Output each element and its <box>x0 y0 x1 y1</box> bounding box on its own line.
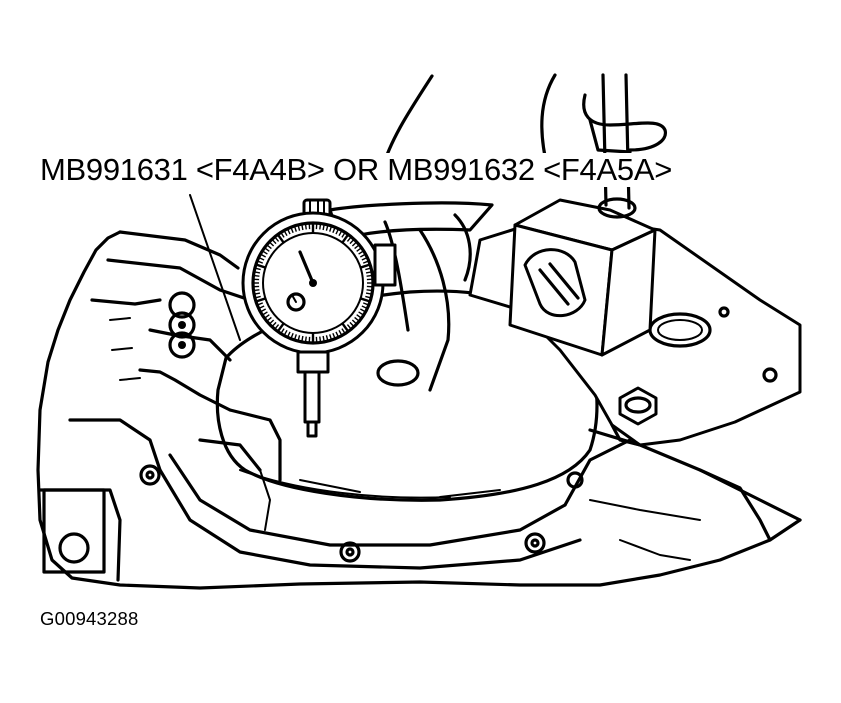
dial-tick <box>255 263 266 269</box>
dial-tick <box>329 225 333 232</box>
dial-tick <box>261 250 268 255</box>
dial-tick <box>297 224 301 231</box>
case-bore <box>215 289 599 502</box>
dial-tick <box>283 329 288 336</box>
dial-tick <box>365 292 373 295</box>
dial-tick <box>274 236 280 242</box>
dial-tick <box>351 319 358 325</box>
dial-tick <box>271 321 277 328</box>
dial-tick <box>290 226 294 234</box>
dial-tick <box>359 308 366 313</box>
figure-code: G00943288 <box>40 608 139 629</box>
dial-tick <box>335 331 340 338</box>
dial-tick <box>271 238 277 245</box>
dial-tick <box>268 319 275 325</box>
dial-tick <box>256 302 264 306</box>
dial-tick <box>276 233 285 244</box>
dial-tick <box>283 230 288 237</box>
dial-tick <box>253 274 260 277</box>
dial-tick <box>366 274 373 277</box>
dial-tick <box>359 253 366 258</box>
dial-tick <box>354 316 360 322</box>
dial-tick <box>341 322 350 333</box>
dial-tick <box>361 256 368 261</box>
dial-tick <box>325 224 329 231</box>
dial-tick <box>254 267 261 271</box>
dial-tick <box>366 289 373 292</box>
dial-tick <box>258 305 265 310</box>
dial-tick <box>280 328 285 335</box>
magnetic-base <box>508 198 657 357</box>
dial-tick <box>354 244 360 250</box>
dial-tick <box>358 311 365 316</box>
dial-tick <box>304 223 307 230</box>
dial-tick <box>304 336 307 343</box>
dial-tick <box>346 236 352 242</box>
dial-tick <box>301 223 304 231</box>
dial-tick <box>266 244 272 250</box>
dial-tick <box>349 238 355 245</box>
dial-tick <box>254 295 261 299</box>
dial-tick <box>280 231 285 238</box>
dial-tick <box>365 295 372 299</box>
dial-tick <box>258 256 265 261</box>
dial-tick <box>338 329 343 336</box>
dial-tick <box>286 331 291 338</box>
stand-rod <box>582 73 667 219</box>
dial-tick <box>286 228 291 235</box>
dial-tick <box>264 247 270 252</box>
dial-tick <box>341 233 350 244</box>
dial-indicator <box>241 198 397 438</box>
dial-tick <box>360 263 371 269</box>
dial-tick <box>322 335 325 343</box>
dial-tick <box>329 334 333 341</box>
dial-tick <box>349 321 355 328</box>
dial-tick <box>260 308 267 313</box>
dial-tick <box>362 302 370 306</box>
dial-tick <box>264 314 270 319</box>
dial-tick <box>297 335 301 342</box>
dial-tick <box>346 324 352 330</box>
dial-tick <box>268 241 275 247</box>
tool-callout-label: MB991631 <F4A4B> OR MB991632 <F4A5A> <box>38 152 674 188</box>
dial-tick <box>332 226 336 234</box>
callout-leader-line <box>189 194 241 341</box>
dial-tick <box>365 267 372 271</box>
dial-tick <box>351 241 358 247</box>
dial-tick <box>260 253 267 258</box>
dial-tick <box>332 332 336 340</box>
dial-tick <box>256 260 264 264</box>
dial-tick <box>293 225 297 232</box>
dial-tick <box>322 223 325 231</box>
dial-tick <box>274 324 280 330</box>
dial-tick <box>338 230 343 237</box>
dial-tick <box>301 335 304 343</box>
dial-tick <box>358 250 365 255</box>
dial-tick <box>365 271 373 274</box>
dial-tick <box>319 336 322 343</box>
dial-tick <box>276 322 285 333</box>
dial-tick <box>319 223 322 230</box>
dial-tick <box>255 297 266 303</box>
dial-tick <box>325 335 329 342</box>
dial-tick <box>293 334 297 341</box>
dial-tick <box>335 228 340 235</box>
dial-tick <box>361 305 368 310</box>
dial-tick <box>341 231 346 238</box>
dial-tick <box>356 247 362 252</box>
dial-tick <box>360 297 371 303</box>
dial-tick <box>253 292 261 295</box>
dial-tick <box>341 328 346 335</box>
dial-tick <box>356 314 362 319</box>
transaxle-case <box>36 230 802 590</box>
dial-tick <box>362 260 370 264</box>
dial-tick <box>261 311 268 316</box>
dial-tick <box>266 316 272 322</box>
dial-tick <box>253 271 261 274</box>
dial-tick <box>253 289 260 292</box>
dial-tick <box>290 332 294 340</box>
